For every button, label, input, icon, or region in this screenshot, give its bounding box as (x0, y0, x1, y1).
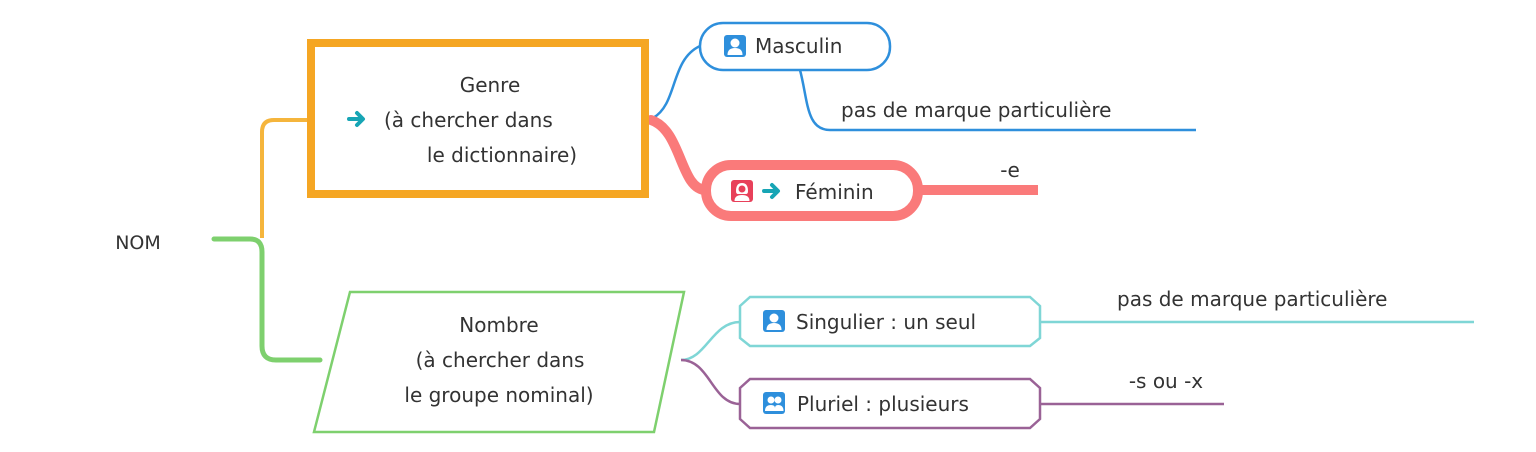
genre-node[interactable] (307, 39, 649, 198)
connector-genre-feminin (646, 115, 711, 195)
arrow-right-icon (762, 183, 780, 199)
singulier-node[interactable] (738, 295, 1042, 348)
feminin-label: Féminin (795, 180, 874, 204)
connector-root-genre (260, 118, 312, 238)
singulier-detail: pas de marque particulière (1117, 287, 1387, 311)
pluriel-label: Pluriel : plusieurs (797, 392, 969, 416)
connector-nombre-pluriel (680, 358, 741, 406)
root-label: NOM (115, 232, 161, 254)
group-people-icon (763, 392, 785, 414)
singulier-label: Singulier : un seul (796, 310, 976, 334)
pluriel-node[interactable] (738, 377, 1042, 430)
masculin-detail: pas de marque particulière (841, 98, 1111, 122)
female-person-icon (731, 180, 753, 202)
connector-genre-masculin (652, 44, 701, 120)
feminin-detail: -e (1000, 158, 1020, 182)
male-person-icon (724, 35, 746, 57)
single-person-icon (763, 310, 785, 332)
genre-title: Genre (460, 73, 521, 97)
masculin-node[interactable] (698, 21, 892, 72)
connector-nombre-singulier (680, 320, 741, 362)
pluriel-detail: -s ou -x (1129, 369, 1203, 393)
masculin-label: Masculin (755, 34, 842, 58)
nombre-title: Nombre (459, 313, 538, 337)
nombre-line3: le groupe nominal) (404, 383, 593, 407)
connector-root-nombre (211, 236, 323, 363)
nombre-line2: (à chercher dans (416, 348, 585, 372)
nombre-node[interactable] (312, 290, 686, 434)
feminin-node[interactable] (701, 160, 923, 221)
connector-masculin-detail (798, 69, 1196, 132)
genre-line3: le dictionnaire) (427, 143, 577, 167)
arrow-right-icon (347, 111, 365, 127)
genre-line2: (à chercher dans (384, 108, 553, 132)
